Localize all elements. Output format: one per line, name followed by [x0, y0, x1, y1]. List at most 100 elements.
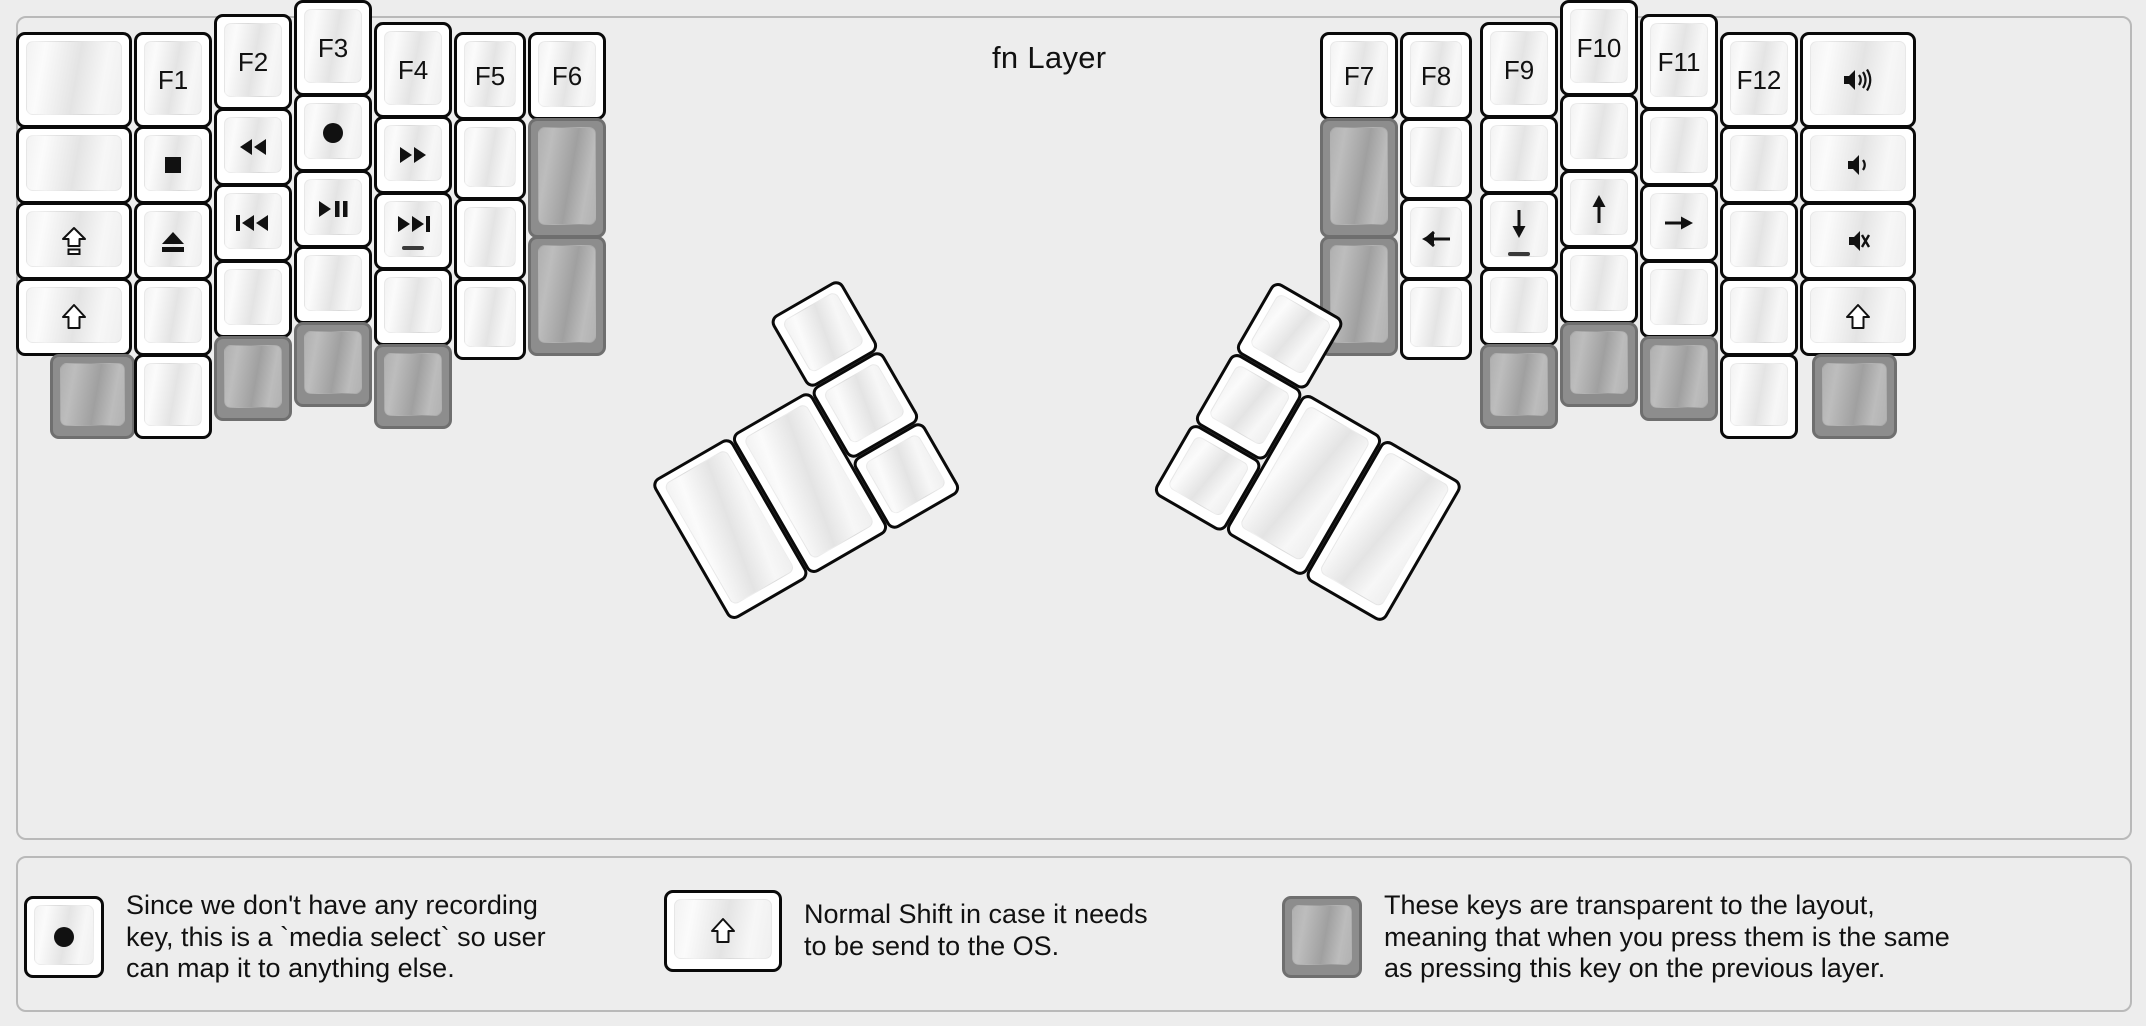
- legend-text-transparent: These keys are transparent to the layout…: [1384, 890, 1950, 984]
- key-left-r3-c5[interactable]: [454, 198, 526, 280]
- key-right-r1-c5-f12[interactable]: F12: [1720, 32, 1798, 128]
- key-right-r5-c6-transparent[interactable]: [1812, 354, 1897, 439]
- shift-arrow-icon: [710, 917, 736, 945]
- key-left-r4-c5[interactable]: [454, 278, 526, 360]
- key-left-r2-c3-record[interactable]: [294, 94, 372, 172]
- keycap-surface: [224, 117, 282, 173]
- keycap-surface: [1810, 41, 1906, 115]
- key-left-r5-c4-transparent[interactable]: [374, 344, 452, 429]
- key-left-r4-c3[interactable]: [294, 246, 372, 324]
- key-left-r5-c2-transparent[interactable]: [214, 336, 292, 421]
- keycap-surface: [464, 287, 516, 347]
- key-left-r2-c4-fast-forward[interactable]: [374, 116, 452, 194]
- key-right-r1-c2-f9[interactable]: F9: [1480, 22, 1558, 118]
- key-left-r4-c4[interactable]: [374, 268, 452, 346]
- key-right-r3-c3-arrow-up[interactable]: [1560, 170, 1638, 248]
- key-right-r3-c0-transparent[interactable]: [1320, 236, 1398, 356]
- key-left-r2-c2-rewind[interactable]: [214, 108, 292, 186]
- key-right-r3-c1-arrow-left[interactable]: [1400, 198, 1472, 280]
- key-left-r3-c6-transparent[interactable]: [528, 236, 606, 356]
- key-right-r5-c3-transparent[interactable]: [1560, 322, 1638, 407]
- key-right-r4-c5[interactable]: [1720, 278, 1798, 356]
- key-left-r2-c6-transparent[interactable]: [528, 118, 606, 238]
- keycap-surface: [863, 432, 948, 516]
- key-right-r4-c6-shift[interactable]: [1800, 278, 1916, 356]
- key-right-r2-c6-volume-down[interactable]: [1800, 126, 1916, 204]
- legend-key-shift[interactable]: [664, 890, 782, 972]
- keycap-surface: [60, 363, 125, 426]
- keycap-surface: [538, 245, 596, 343]
- legend-key-transparent[interactable]: [1282, 896, 1362, 979]
- key-right-r2-c2[interactable]: [1480, 116, 1558, 194]
- key-right-r1-c4-f11[interactable]: F11: [1640, 14, 1718, 110]
- keycap-surface: [464, 41, 516, 107]
- keycap-surface: [26, 41, 122, 115]
- key-left-r1-c3-f3[interactable]: F3: [294, 0, 372, 96]
- page-title: fn Layer: [992, 40, 1107, 75]
- keycap-surface: [224, 345, 282, 408]
- key-left-r1-c2-f2[interactable]: F2: [214, 14, 292, 110]
- shift-arrow-icon-svg: [711, 918, 735, 943]
- keycap-surface: [1650, 23, 1708, 97]
- key-left-r3-c1-eject[interactable]: [134, 202, 212, 280]
- legend-key-record[interactable]: [24, 896, 104, 979]
- key-left-r1-c4-f4[interactable]: F4: [374, 22, 452, 118]
- key-left-r5-c3-transparent[interactable]: [294, 322, 372, 407]
- key-left-r3-c2-prev-track[interactable]: [214, 184, 292, 262]
- keycap-surface: [384, 277, 442, 333]
- key-right-r2-c1[interactable]: [1400, 118, 1472, 200]
- keycap-surface: [1248, 292, 1333, 376]
- key-left-r1-c5-f5[interactable]: F5: [454, 32, 526, 120]
- keycap-surface: [144, 363, 202, 426]
- key-right-r4-c1[interactable]: [1400, 278, 1472, 360]
- keycap-surface: [1490, 353, 1548, 416]
- key-left-r1-c6-f6[interactable]: F6: [528, 32, 606, 120]
- key-right-r2-c3[interactable]: [1560, 94, 1638, 172]
- key-right-r5-c2-transparent[interactable]: [1480, 344, 1558, 429]
- key-left-r4-c0-shift[interactable]: [16, 278, 132, 356]
- key-left-r2-c5[interactable]: [454, 118, 526, 200]
- key-left-r1-c1-f1[interactable]: F1: [134, 32, 212, 128]
- keycap-surface: [304, 103, 362, 159]
- key-right-r3-c6-volume-mute[interactable]: [1800, 202, 1916, 280]
- keycap-surface: [144, 135, 202, 191]
- keycap-surface: [1410, 287, 1462, 347]
- keycap-surface: [1490, 277, 1548, 333]
- legend-text-shift: Normal Shift in case it needs to be send…: [804, 899, 1148, 961]
- key-right-r2-c0-transparent[interactable]: [1320, 118, 1398, 238]
- key-left-r5-c1[interactable]: [134, 354, 212, 439]
- key-right-r2-c4[interactable]: [1640, 108, 1718, 186]
- key-right-r3-c2-arrow-down[interactable]: [1480, 192, 1558, 270]
- key-right-r2-c5[interactable]: [1720, 126, 1798, 204]
- key-left-r5-c0-transparent[interactable]: [50, 354, 135, 439]
- key-right-r3-c5[interactable]: [1720, 202, 1798, 280]
- key-left-r4-c1[interactable]: [134, 278, 212, 356]
- key-right-r1-c3-f10[interactable]: F10: [1560, 0, 1638, 96]
- keycap-surface: [384, 201, 442, 257]
- key-right-r4-c2[interactable]: [1480, 268, 1558, 346]
- keycap-surface: [1330, 127, 1388, 225]
- key-right-r3-c4-arrow-right[interactable]: [1640, 184, 1718, 262]
- keycap-surface: [144, 287, 202, 343]
- key-right-r1-c1-f8[interactable]: F8: [1400, 32, 1472, 120]
- media-record-icon: [51, 924, 77, 950]
- key-left-r3-c0-capslock[interactable]: [16, 202, 132, 280]
- key-right-r5-c5[interactable]: [1720, 354, 1798, 439]
- keycap-surface: [224, 193, 282, 249]
- key-left-r4-c2[interactable]: [214, 260, 292, 338]
- key-right-r1-c0-f7[interactable]: F7: [1320, 32, 1398, 120]
- key-left-r2-c1-stop[interactable]: [134, 126, 212, 204]
- key-right-r5-c4-transparent[interactable]: [1640, 336, 1718, 421]
- key-right-r4-c4[interactable]: [1640, 260, 1718, 338]
- key-right-r1-c6-volume-up[interactable]: [1800, 32, 1916, 128]
- key-right-r4-c3[interactable]: [1560, 246, 1638, 324]
- key-left-r3-c4-next-track[interactable]: [374, 192, 452, 270]
- keycap-surface: [26, 211, 122, 267]
- key-left-r3-c3-play-pause[interactable]: [294, 170, 372, 248]
- key-left-r2-c0[interactable]: [16, 126, 132, 204]
- key-left-r1-c0[interactable]: [16, 32, 132, 128]
- legend-item-record: Since we don't have any recording key, t…: [24, 890, 546, 985]
- keycap-surface: [1570, 331, 1628, 394]
- keycap-surface: [538, 41, 596, 107]
- keycap-surface: [1650, 117, 1708, 173]
